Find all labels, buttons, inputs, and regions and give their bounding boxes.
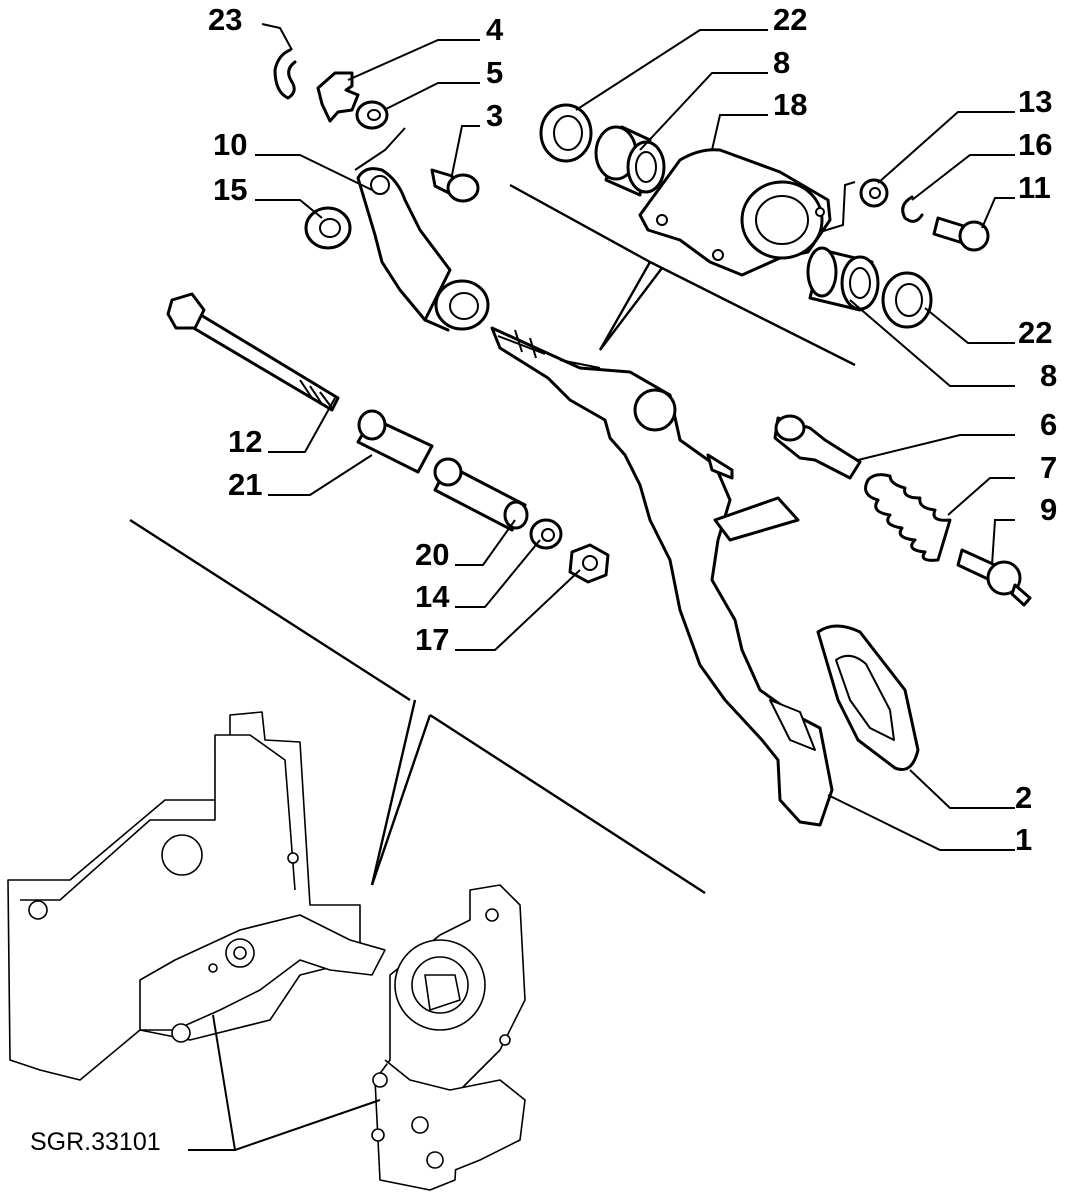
part-8-bearing-upper bbox=[594, 125, 666, 197]
pedal-bracket-assembly bbox=[7, 711, 526, 1191]
callout-11: 11 bbox=[1018, 170, 1051, 205]
part-3-pin bbox=[430, 168, 480, 203]
part-13-washer bbox=[859, 178, 889, 208]
callout-labels: 23 4 5 3 10 15 12 21 20 14 17 22 8 18 13… bbox=[30, 2, 1057, 1156]
callout-12: 12 bbox=[228, 424, 262, 459]
callout-22-upper: 22 bbox=[773, 2, 807, 37]
callout-5: 5 bbox=[486, 55, 503, 90]
callout-15: 15 bbox=[213, 172, 247, 207]
callout-9: 9 bbox=[1040, 492, 1057, 527]
part-17-nut bbox=[568, 543, 610, 584]
callout-7: 7 bbox=[1040, 450, 1057, 485]
part-14-washer bbox=[529, 518, 563, 550]
part-11-screw bbox=[932, 216, 990, 252]
callout-22-lower: 22 bbox=[1018, 315, 1052, 350]
part-5-washer bbox=[355, 100, 389, 130]
callout-leaders bbox=[188, 23, 1015, 1151]
callout-4: 4 bbox=[486, 12, 504, 47]
callout-21: 21 bbox=[228, 467, 262, 502]
assembly-guide-lines bbox=[129, 127, 856, 895]
part-21-spacer bbox=[356, 409, 434, 474]
callout-17: 17 bbox=[415, 622, 449, 657]
part-23-clip bbox=[273, 48, 297, 100]
callout-18: 18 bbox=[773, 87, 807, 122]
part-4-clip bbox=[316, 71, 360, 123]
callout-13: 13 bbox=[1018, 84, 1052, 119]
part-20-spacer bbox=[433, 457, 529, 532]
callout-16: 16 bbox=[1018, 127, 1052, 162]
part-9-bolt bbox=[956, 548, 1032, 607]
part-6-fitting bbox=[773, 414, 862, 480]
part-16-circlip bbox=[901, 195, 924, 223]
part-18-housing bbox=[638, 148, 832, 277]
callout-8-lower: 8 bbox=[1040, 358, 1057, 393]
part-7-spring bbox=[864, 473, 952, 562]
part-12-bolt bbox=[166, 292, 340, 412]
callout-3: 3 bbox=[486, 98, 503, 133]
callout-20: 20 bbox=[415, 537, 449, 572]
part-22-bushing-upper bbox=[539, 103, 593, 163]
part-22-bushing-lower bbox=[881, 271, 933, 329]
part-8-bearing-lower bbox=[806, 246, 880, 312]
callout-1: 1 bbox=[1015, 822, 1032, 857]
callout-8-upper: 8 bbox=[773, 45, 790, 80]
callout-2: 2 bbox=[1015, 780, 1032, 815]
callout-10: 10 bbox=[213, 127, 247, 162]
part-2-pedal-pad bbox=[816, 624, 920, 771]
part-15-bushing bbox=[304, 206, 352, 250]
drawing-code: SGR.33101 bbox=[30, 1128, 161, 1156]
part-10-lever bbox=[356, 167, 490, 332]
callout-23: 23 bbox=[208, 2, 242, 37]
callout-14: 14 bbox=[415, 579, 450, 614]
callout-6: 6 bbox=[1040, 407, 1057, 442]
part-1-pedal bbox=[490, 326, 834, 827]
